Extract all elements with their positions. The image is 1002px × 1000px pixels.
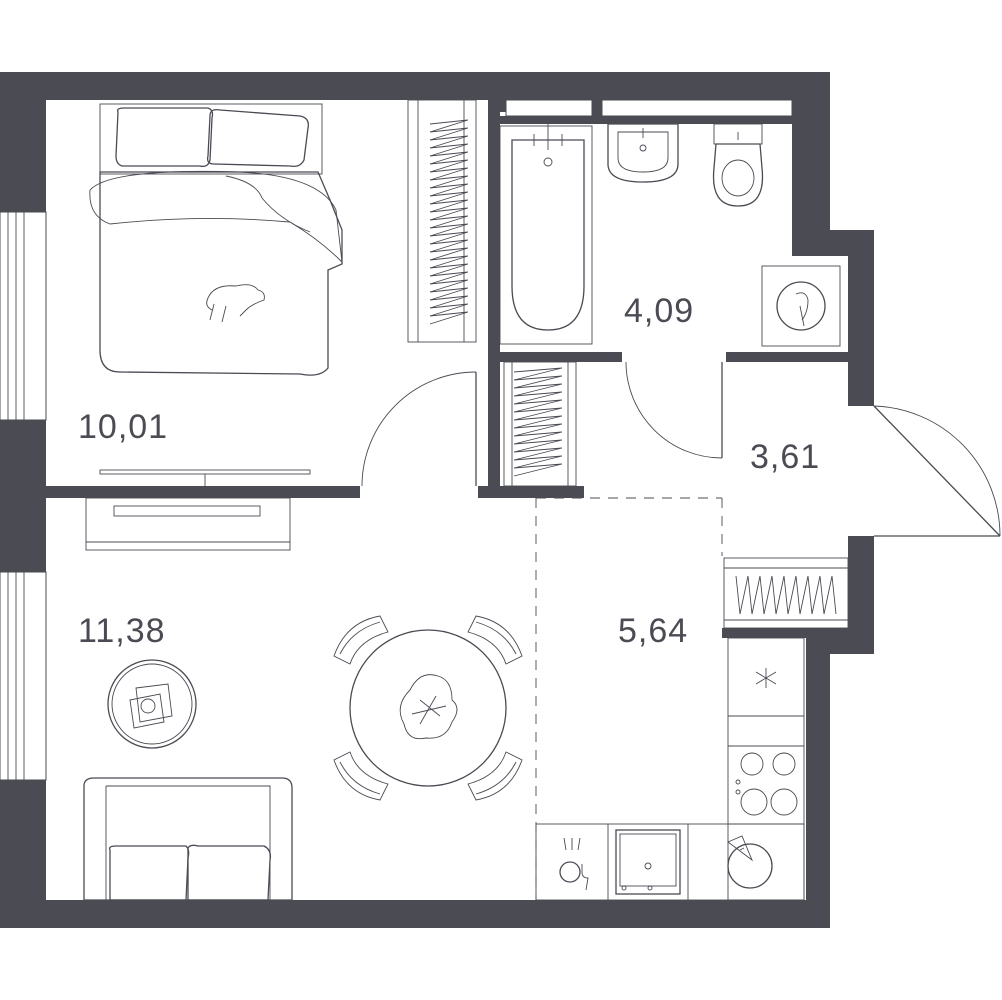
kitchen-area: 5,64	[618, 612, 688, 650]
kitchen-counter	[535, 637, 805, 901]
doors	[361, 361, 1001, 900]
walls	[0, 72, 874, 928]
sink	[607, 123, 679, 183]
tv	[99, 469, 311, 486]
wardrobe	[407, 99, 477, 343]
living-room-area: 11,38	[78, 612, 166, 650]
dining-table	[333, 615, 523, 801]
bedroom-area: 10,01	[78, 408, 168, 446]
toilet	[712, 123, 764, 207]
windows	[0, 99, 793, 781]
bathroom-area: 4,09	[624, 292, 694, 330]
tv-stand	[85, 497, 291, 551]
hallway-area: 3,61	[750, 438, 820, 476]
coffee-table	[107, 659, 197, 749]
sofa	[83, 777, 293, 901]
hall-wardrobe	[503, 361, 577, 487]
bed	[89, 103, 343, 376]
bathtub	[499, 124, 593, 345]
washing-machine	[761, 265, 841, 347]
entrance-wardrobe	[723, 557, 849, 629]
